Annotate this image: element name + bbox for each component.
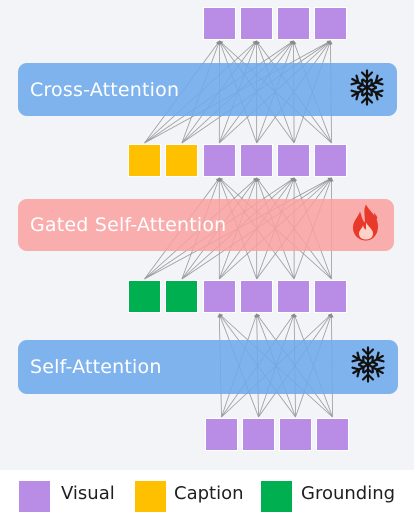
cross-attention-block: Cross-Attention	[18, 63, 397, 116]
grounding-token-1	[128, 280, 161, 313]
grounding-token-2	[165, 280, 198, 313]
mid-visual-token-4	[314, 144, 347, 177]
input-visual-token-4	[316, 418, 349, 451]
legend-caption-label: Caption	[174, 483, 244, 504]
legend-visual-swatch	[19, 481, 50, 512]
input-visual-token-2	[242, 418, 275, 451]
self-attention-block: Self-Attention	[18, 340, 398, 394]
legend-visual-label: Visual	[61, 483, 115, 504]
gated-self-attention-label: Gated Self-Attention	[30, 214, 227, 236]
legend-caption-swatch	[135, 481, 166, 512]
output-visual-token-2	[240, 7, 273, 40]
legend-grounding-label: Grounding	[301, 483, 396, 504]
mid-visual-token-2	[240, 144, 273, 177]
low-visual-token-4	[314, 280, 347, 313]
snowflake-icon	[348, 345, 388, 390]
low-visual-token-2	[240, 280, 273, 313]
legend-grounding-swatch	[261, 481, 292, 512]
output-visual-token-3	[277, 7, 310, 40]
cross-attention-label: Cross-Attention	[30, 78, 180, 101]
caption-token-1	[128, 144, 161, 177]
legend: Visual Caption Grounding	[0, 470, 414, 514]
caption-token-2	[165, 144, 198, 177]
self-attention-label: Self-Attention	[30, 356, 162, 378]
low-visual-token-3	[277, 280, 310, 313]
low-visual-token-1	[203, 280, 236, 313]
input-visual-token-1	[205, 418, 238, 451]
mid-visual-token-3	[277, 144, 310, 177]
output-visual-token-1	[203, 7, 236, 40]
mid-visual-token-1	[203, 144, 236, 177]
fire-icon	[348, 203, 384, 248]
output-visual-token-4	[314, 7, 347, 40]
snowflake-icon	[347, 67, 387, 112]
gated-self-attention-block: Gated Self-Attention	[18, 199, 394, 251]
input-visual-token-3	[279, 418, 312, 451]
